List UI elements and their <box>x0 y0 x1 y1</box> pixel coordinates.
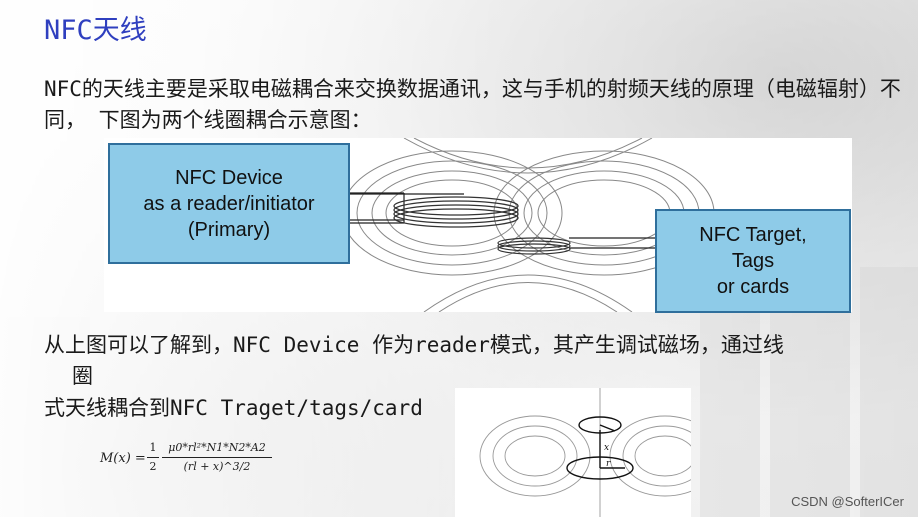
nfc-device-line3: (Primary) <box>187 218 271 241</box>
formula-denominator: (rl + x)^3/2 <box>183 460 251 473</box>
explanation-line1: 从上图可以了解到，NFC Device 作为reader模式，其产生调试磁场，通… <box>44 333 784 357</box>
nfc-target-line3: or cards <box>716 276 790 298</box>
formula-half-denominator: 2 <box>149 460 157 473</box>
coupling-sentence: 式天线耦合到NFC Traget/tags/card <box>44 396 423 420</box>
formula-half-numerator: 1 <box>149 441 157 454</box>
nfc-target-box: NFC Target, Tags or cards <box>655 209 851 313</box>
nfc-device-line2: as a reader/initiator <box>143 192 315 215</box>
slide-title: NFC天线 <box>44 15 147 46</box>
nfc-device-line1: NFC Device <box>175 166 283 189</box>
coil-field-diagram: x r <box>455 388 721 517</box>
intro-paragraph: NFC的天线主要是采取电磁耦合来交换数据通讯，这与手机的射频天线的原理（电磁辐射… <box>44 77 901 132</box>
nfc-target-line1: NFC Target, <box>699 224 807 246</box>
formula-numerator: μ0*rl²*N1*N2*A2 <box>168 441 266 454</box>
field-lines-svg <box>341 138 715 312</box>
mutual-inductance-formula: M(x) = 1 2 μ0*rl²*N1*N2*A2 (rl + x)^3/2 <box>100 438 280 488</box>
coil-field-svg: x r <box>479 388 721 517</box>
nfc-device-box: NFC Device as a reader/initiator (Primar… <box>108 143 350 264</box>
explanation-line2: 圈 <box>72 364 93 388</box>
explanation-paragraph: 从上图可以了解到，NFC Device 作为reader模式，其产生调试磁场，通… <box>44 330 914 392</box>
formula-main-bar <box>162 457 272 458</box>
label-r: r <box>606 459 611 469</box>
watermark: CSDN @SofterICer <box>791 494 904 509</box>
nfc-target-line2: Tags <box>731 250 775 272</box>
coil-coupling-diagram: NFC Device as a reader/initiator (Primar… <box>104 138 852 313</box>
label-x: x <box>604 443 609 453</box>
formula-lhs: M(x) = <box>100 451 146 466</box>
formula-half-bar <box>147 457 159 458</box>
